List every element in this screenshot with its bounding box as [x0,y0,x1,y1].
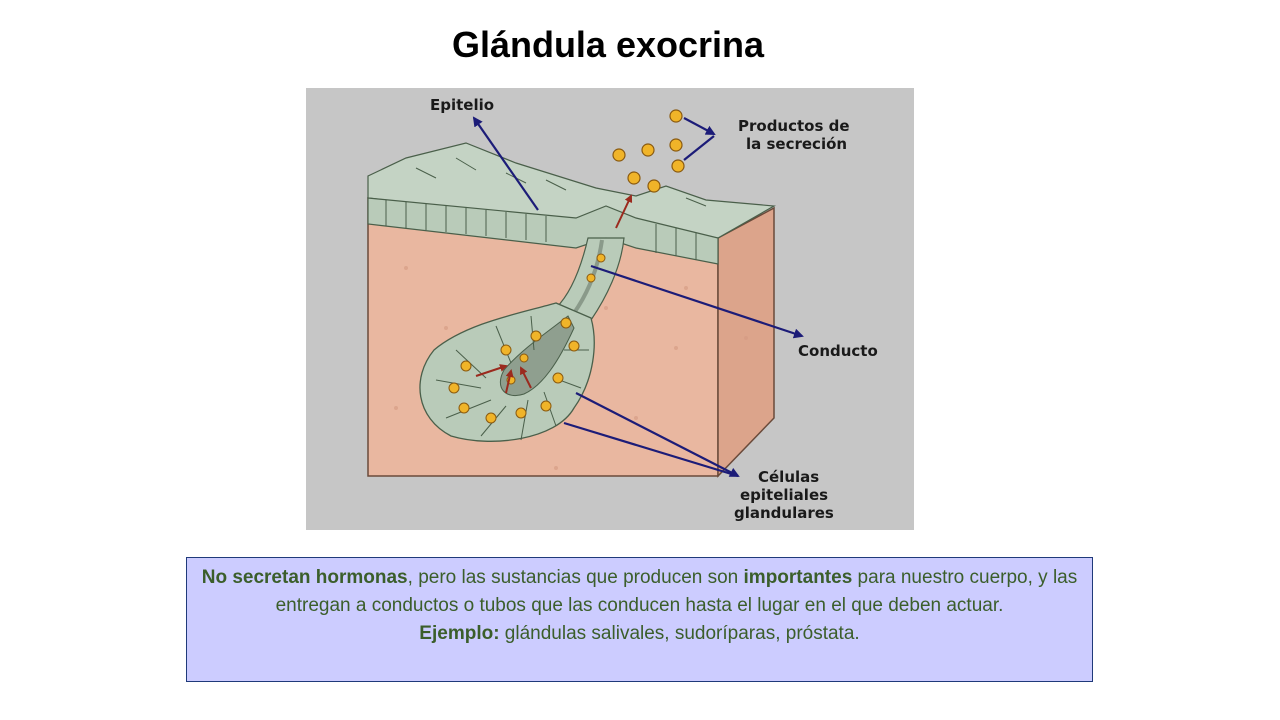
label-conducto: Conducto [798,342,878,360]
label-celulas-line1: Células [758,468,819,486]
secretion-granules-inner [448,253,606,424]
arrow-epitelio [472,116,539,211]
description-box: No secretan hormonas, pero las sustancia… [186,557,1093,682]
label-celulas-line2: epiteliales [740,486,828,504]
diagram-svg: Epitelio Productos de la secreción Condu… [306,88,914,530]
label-celulas-line3: glandulares [734,504,834,522]
description-bold-hormonas: No secretan hormonas [201,567,408,588]
description-bold-importantes: importantes [743,567,853,588]
label-epitelio: Epitelio [430,96,494,114]
secretion-flow-arrows [475,194,633,394]
exocrine-gland-diagram: Epitelio Productos de la secreción Condu… [306,88,914,530]
example-label: Ejemplo: [419,623,500,644]
secretion-products [612,109,685,193]
epithelium-cell-row [367,197,719,265]
page-title: Glándula exocrina [451,24,765,65]
tissue-side-face [717,206,775,478]
pointer-arrows [472,116,804,478]
label-productos-line2: la secreción [746,135,847,153]
arrow-celulas-a [575,392,740,477]
description-text-1: , pero las sustancias que producen son [407,567,744,588]
example-line: Ejemplo: glándulas salivales, sudorípara… [199,620,1080,648]
description-paragraph: No secretan hormonas, pero las sustancia… [199,564,1080,620]
label-productos-line1: Productos de [738,117,850,135]
arrow-productos-a [683,117,716,135]
arrow-conducto [590,264,804,339]
description-text-2: para nuestro cuerpo, y las entregan a co… [275,567,1078,616]
arrow-celulas-b [563,421,739,478]
example-text: glándulas salivales, sudoríparas, prósta… [499,623,860,644]
arrow-productos-b [683,135,715,161]
